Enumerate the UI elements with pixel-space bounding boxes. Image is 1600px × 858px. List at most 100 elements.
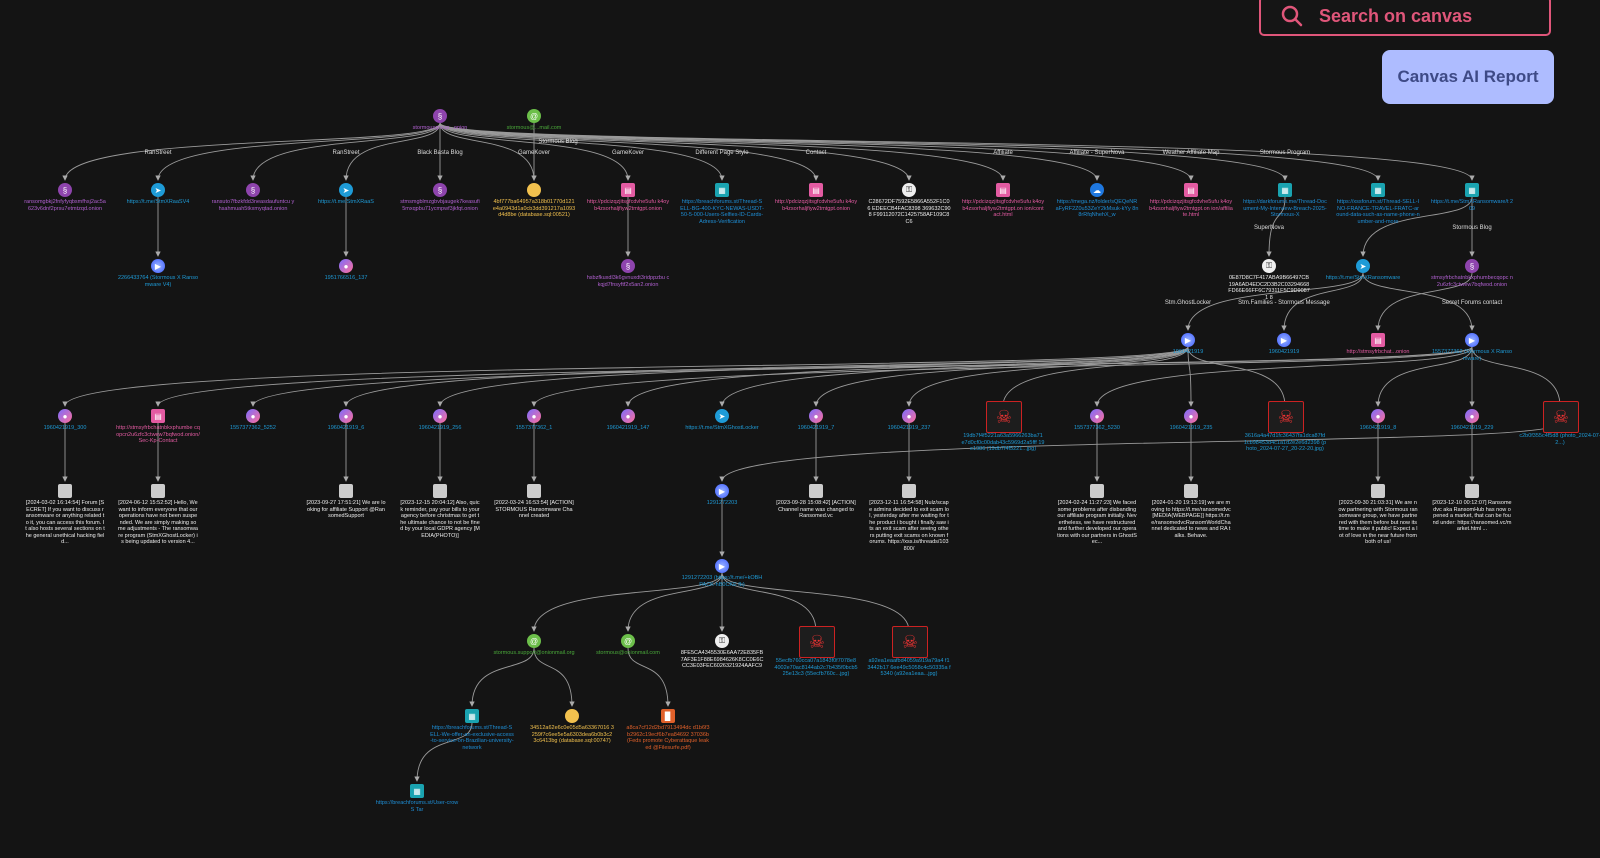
graph-edge[interactable] [625,346,1189,407]
graph-edge[interactable] [439,122,1006,181]
note-icon[interactable] [1184,484,1198,498]
telegram-message-icon[interactable]: ● [902,409,916,423]
graph-edge[interactable] [1281,272,1364,331]
graph-edge[interactable] [719,422,1561,482]
web-page-icon[interactable]: ▤ [1371,333,1385,347]
email-icon[interactable]: @ [527,634,541,648]
note-icon[interactable] [527,484,541,498]
telegram-channel-icon[interactable]: ▶ [1181,333,1195,347]
graph-edge[interactable] [469,647,535,707]
image-icon[interactable]: ☠ [892,626,928,658]
note-icon[interactable] [1371,484,1385,498]
graph-edge[interactable] [439,122,1194,181]
telegram-message-icon[interactable]: ● [1465,409,1479,423]
pgp-key-icon[interactable]: ⚿ [715,634,729,648]
pgp-key-icon[interactable]: ⚿ [902,183,916,197]
tor-icon[interactable]: § [58,183,72,197]
note-icon[interactable] [58,484,72,498]
image-icon[interactable]: ☠ [1268,401,1304,433]
graph-edge[interactable] [531,572,723,632]
graph-edge[interactable] [1185,272,1364,331]
graph-edge[interactable] [439,122,1381,181]
graph-edge[interactable] [1266,196,1286,257]
graph-edge[interactable] [414,722,473,782]
graph-edge[interactable] [343,122,441,181]
graph-edge[interactable] [1375,272,1473,331]
telegram-icon[interactable]: ➤ [715,409,729,423]
tor-icon[interactable]: § [1465,259,1479,273]
forum-icon[interactable]: ▦ [715,183,729,197]
telegram-message-icon[interactable]: ● [58,409,72,423]
image-icon[interactable]: ☠ [986,401,1022,433]
image-icon[interactable]: ☠ [1543,401,1579,433]
graph-edge[interactable] [625,572,723,632]
telegram-message-icon[interactable]: ● [339,409,353,423]
tor-icon[interactable]: § [246,183,260,197]
telegram-message-icon[interactable]: ● [621,409,635,423]
telegram-message-icon[interactable]: ● [1184,409,1198,423]
graph-edge[interactable] [1375,346,1473,407]
graph-edge[interactable] [439,122,1475,181]
email-icon[interactable]: @ [621,634,635,648]
graph-edge[interactable] [250,346,1473,407]
telegram-message-icon[interactable]: ● [246,409,260,423]
web-page-icon[interactable]: ▤ [621,183,635,197]
note-icon[interactable] [1465,484,1479,498]
tor-icon[interactable]: § [433,109,447,123]
graph-edge[interactable] [1187,346,1194,407]
graph-edge[interactable] [1094,346,1473,407]
graph-edge[interactable] [721,572,912,632]
note-icon[interactable] [809,484,823,498]
tor-icon[interactable]: § [621,259,635,273]
search-bar[interactable] [1259,0,1551,36]
graph-edge[interactable] [1360,196,1473,257]
graph-edge[interactable] [531,346,1473,407]
image-icon[interactable]: ☠ [799,626,835,658]
telegram-channel-icon[interactable]: ▶ [715,559,729,573]
telegram-message-icon[interactable]: ● [433,409,447,423]
graph-edge[interactable] [813,346,1189,407]
note-icon[interactable] [433,484,447,498]
graph-edge[interactable] [906,346,1189,407]
forum-icon[interactable]: ▦ [1278,183,1292,197]
graph-edge[interactable] [439,122,819,181]
telegram-icon[interactable]: ➤ [151,183,165,197]
pgp-key-icon[interactable]: ⚿ [1262,259,1276,273]
graph-edge[interactable] [439,122,1100,181]
telegram-message-icon[interactable]: ● [1371,409,1385,423]
telegram-channel-icon[interactable]: ▶ [1465,333,1479,347]
note-icon[interactable] [902,484,916,498]
graph-edge[interactable] [439,122,631,181]
graph-edge[interactable] [439,122,912,181]
graph-edge[interactable] [1000,346,1189,407]
telegram-message-icon[interactable]: ● [809,409,823,423]
bitcoin-icon[interactable] [565,709,579,723]
graph-edge[interactable] [439,122,537,181]
graph-edge[interactable] [1471,346,1563,407]
canvas-ai-report-button[interactable]: Canvas AI Report [1382,50,1554,104]
graph-edge[interactable] [721,572,819,632]
web-page-icon[interactable]: ▤ [809,183,823,197]
forum-icon[interactable]: ▦ [410,784,424,798]
bitcoin-icon[interactable] [527,183,541,197]
telegram-channel-icon[interactable]: ▶ [151,259,165,273]
graph-edge[interactable] [439,122,1288,181]
graph-edge[interactable] [437,346,1189,407]
web-page-icon[interactable]: ▤ [1184,183,1198,197]
graph-edge[interactable] [62,346,1189,407]
telegram-message-icon[interactable]: ● [339,259,353,273]
graph-edge[interactable] [1362,272,1475,331]
graph-edge[interactable] [533,647,575,707]
forum-icon[interactable]: ▦ [465,709,479,723]
telegram-message-icon[interactable]: ● [1090,409,1104,423]
graph-edge[interactable] [155,122,441,181]
telegram-channel-icon[interactable]: ▶ [715,484,729,498]
graph-edge[interactable] [439,122,725,181]
forum-icon[interactable]: ▦ [1465,183,1479,197]
email-icon[interactable]: @ [527,109,541,123]
web-page-icon[interactable]: ▤ [151,409,165,423]
search-input[interactable] [1317,4,1541,28]
graph-edge[interactable] [62,122,441,181]
pdf-icon[interactable]: ▉ [661,709,675,723]
